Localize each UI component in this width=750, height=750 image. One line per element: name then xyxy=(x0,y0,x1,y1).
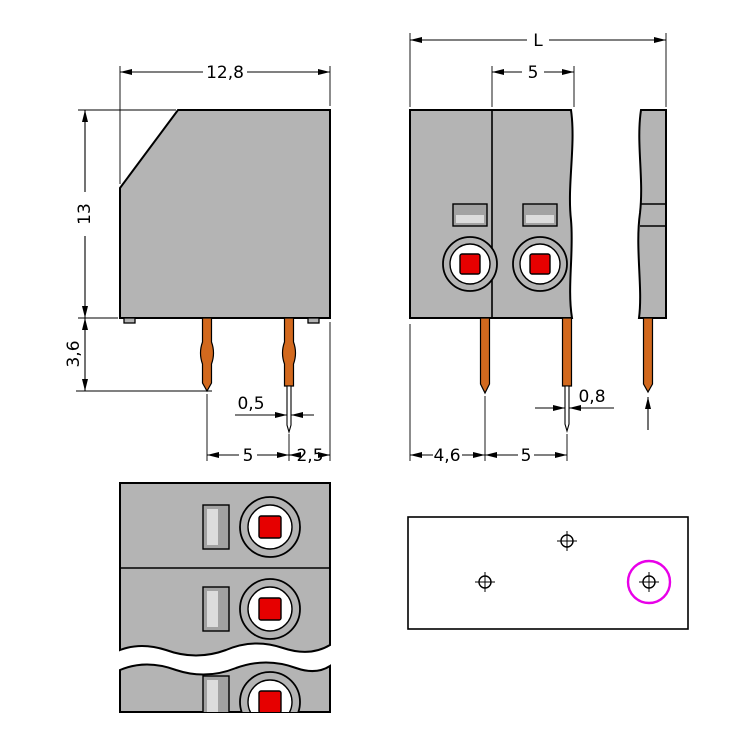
end-view xyxy=(637,109,667,394)
dim-front-overall-length: L xyxy=(533,31,543,51)
drill-hole-highlighted xyxy=(626,559,672,605)
solder-pin xyxy=(281,317,297,387)
end-body xyxy=(637,109,667,319)
dim-front-pin-width: 0,8 xyxy=(578,387,605,407)
top-view xyxy=(119,482,331,713)
drill-hole xyxy=(475,572,495,592)
lever-slot-inner xyxy=(456,215,484,223)
solder-pin-thin-tip xyxy=(286,385,292,435)
dim-side-pin-edge-offset: 2,5 xyxy=(296,446,323,466)
push-button xyxy=(258,690,282,712)
lever-slot-inner xyxy=(207,591,218,627)
dim-front-edge-to-first-pin: 4,6 xyxy=(433,446,460,466)
push-button xyxy=(258,597,282,621)
dim-front-pole-pitch: 5 xyxy=(528,63,539,83)
solder-pin-thin-tip xyxy=(564,385,570,434)
dim-front-pin-pitch: 5 xyxy=(521,446,532,466)
side-view: 12,8 13 3,6 0,5 5 2,5 xyxy=(64,63,331,466)
dim-side-pin-length: 3,6 xyxy=(64,340,84,367)
top-body-break-contents xyxy=(202,671,301,712)
solder-pin xyxy=(199,317,215,393)
solder-pin xyxy=(642,317,654,394)
lever-slot-inner xyxy=(207,509,218,545)
dim-side-pin-width: 0,5 xyxy=(237,394,264,414)
drilling-plan-outline xyxy=(407,516,689,630)
push-button xyxy=(459,253,481,275)
dim-side-height: 13 xyxy=(75,203,95,225)
push-button xyxy=(258,515,282,539)
lever-slot-inner xyxy=(207,680,218,712)
dim-side-pin-pitch: 5 xyxy=(243,446,254,466)
mounting-foot xyxy=(307,317,320,324)
highlight-circle xyxy=(626,559,672,605)
solder-pin xyxy=(479,317,491,395)
push-button xyxy=(529,253,551,275)
drilling-plan xyxy=(407,516,689,630)
front-view: L 5 0,8 4,6 5 xyxy=(409,31,667,466)
side-body xyxy=(119,109,331,319)
drill-hole xyxy=(557,531,577,551)
dim-side-width: 12,8 xyxy=(206,63,244,83)
solder-pin xyxy=(561,317,573,387)
lever-slot-inner xyxy=(526,215,554,223)
mounting-foot xyxy=(123,317,136,324)
